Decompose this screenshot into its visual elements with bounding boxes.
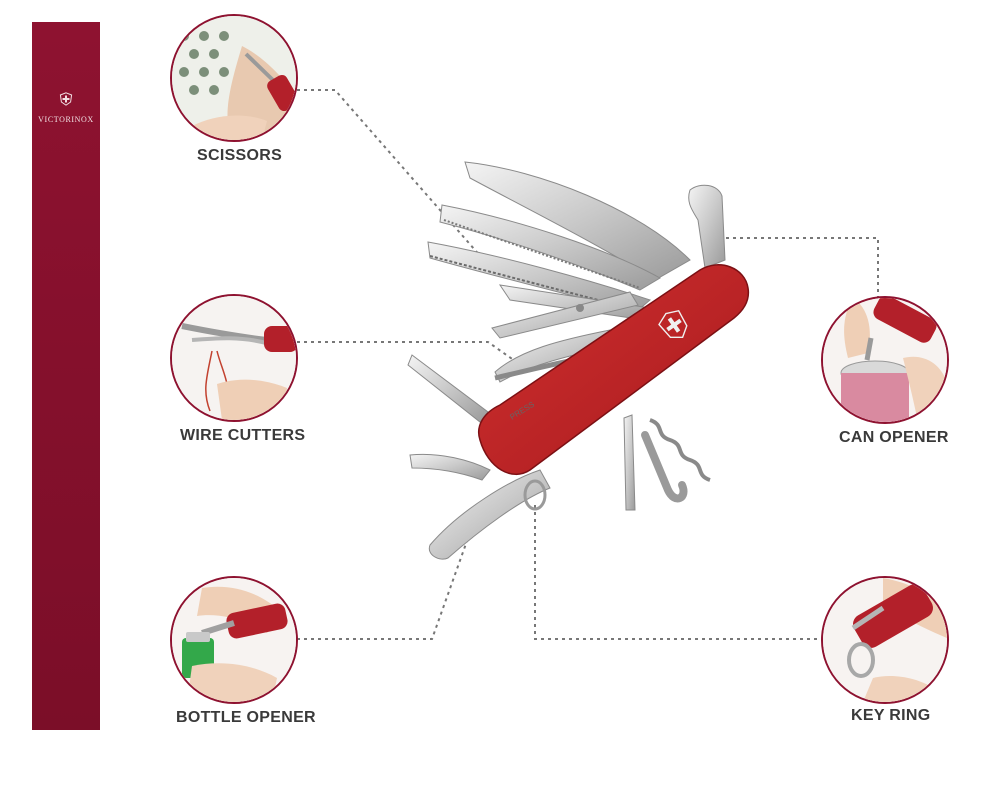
spanner-tool (428, 469, 551, 560)
feature-image-scissors (170, 14, 298, 142)
brand-banner: VICTORINOX (32, 22, 100, 730)
feature-label-bottle-opener: BOTTLE OPENER (176, 709, 316, 726)
feature-image-key-ring (821, 576, 949, 704)
pliers-icon (172, 296, 296, 420)
can-opener-tool (688, 184, 726, 269)
leader-bottle-opener (297, 509, 479, 640)
leader-wire-cutters (297, 341, 526, 369)
feature-image-bottle-opener (170, 576, 298, 704)
swiss-cross-icon (59, 92, 73, 106)
saw-blade (427, 241, 651, 313)
can-opener-icon (823, 298, 947, 422)
feature-label-key-ring: KEY RING (851, 707, 931, 724)
key-ring-icon (823, 578, 947, 702)
feature-label-wire-cutters: WIRE CUTTERS (180, 427, 306, 444)
multitool-knife: PRESS (407, 161, 750, 560)
scissors-icon (172, 16, 296, 140)
feature-label-can-opener: CAN OPENER (839, 429, 949, 446)
file-tool (407, 354, 489, 423)
swiss-cross-emblem (658, 309, 688, 338)
main-blade (464, 161, 691, 281)
brand-logo: VICTORINOX (32, 92, 100, 127)
hook-tool (641, 431, 688, 503)
leader-scissors (297, 89, 483, 259)
reamer-tool (623, 414, 636, 511)
corkscrew-tool (649, 418, 711, 482)
leader-key-ring (534, 505, 820, 640)
feature-image-wire-cutters (170, 294, 298, 422)
knife-handle (478, 264, 750, 476)
scissors-tool (491, 291, 639, 339)
key-ring-part (523, 479, 547, 511)
feature-image-can-opener (821, 296, 949, 424)
screwdriver-tool (409, 453, 491, 481)
feature-label-scissors: SCISSORS (197, 147, 283, 164)
brand-name: VICTORINOX (38, 115, 94, 124)
bottle-opener-icon (172, 578, 296, 702)
